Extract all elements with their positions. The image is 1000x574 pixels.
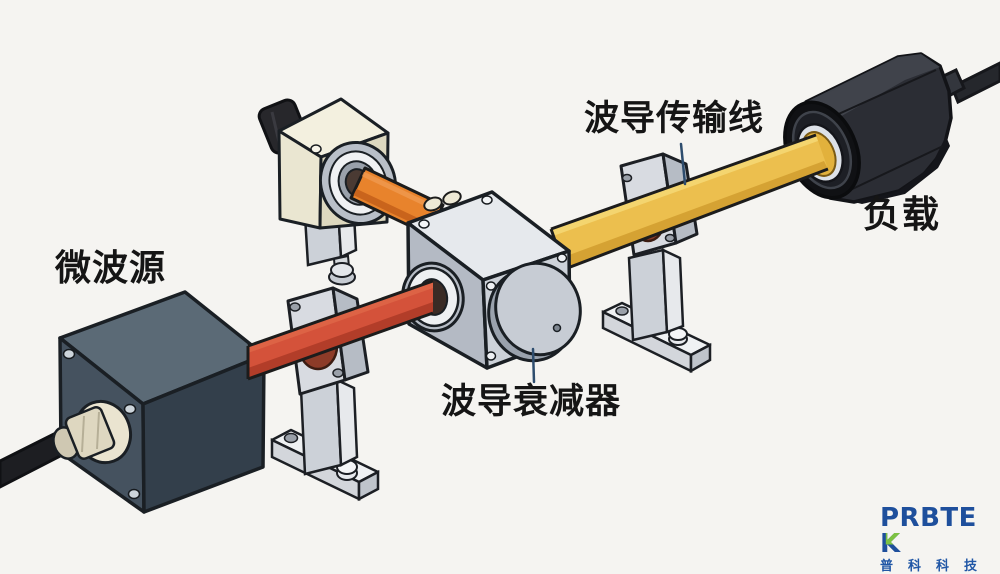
yellow-waveguide	[549, 133, 829, 271]
logo-green-k-accent: K	[880, 529, 901, 559]
label-load: 负载	[863, 193, 941, 236]
red-waveguide	[246, 279, 434, 381]
leader-line-attenuator	[531, 347, 536, 384]
label-waveguide-attenuator: 波导衰减器	[441, 382, 622, 422]
attenuator-dial	[487, 261, 582, 363]
waveguide-system-illustration	[0, 52, 1000, 514]
label-microwave-source: 微波源	[55, 248, 167, 289]
detector-box	[257, 97, 397, 230]
load-body	[783, 52, 953, 204]
leader-line-transmission	[679, 142, 687, 186]
source-connector	[52, 399, 132, 465]
label-waveguide-transmission-line: 波导传输线	[584, 99, 765, 139]
microwave-source-box	[52, 290, 266, 514]
attenuator-box	[401, 190, 582, 370]
